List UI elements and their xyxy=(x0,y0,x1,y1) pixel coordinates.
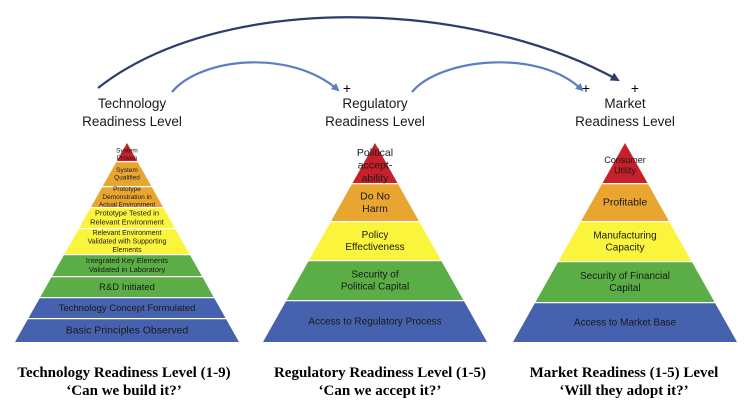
header-market: Market Readiness Level xyxy=(575,96,675,129)
pyramid-level-label: Prototype Tested in xyxy=(95,209,159,218)
pyramid-level-label: Political Capital xyxy=(341,282,409,293)
caption-market: Market Readiness (1-5) Level ‘Will they … xyxy=(530,365,719,399)
pyramid-level-band xyxy=(52,255,202,276)
pyramid-level-band xyxy=(309,222,441,260)
pyramid-level-label: Technology Concept Formulated xyxy=(59,303,196,314)
pyramid-level-band xyxy=(90,187,164,207)
pyramid-level-label: Capital xyxy=(609,283,640,294)
arrow-technology-to-market xyxy=(97,16,620,89)
pyramid-level-band xyxy=(15,319,239,342)
pyramid-level-label: Do No xyxy=(360,190,390,202)
header-line: Market xyxy=(604,96,646,111)
pyramid-level-label: Validated in Laboratory xyxy=(89,265,166,274)
header-line: Technology xyxy=(98,96,167,111)
pyramid-level-band xyxy=(40,277,214,297)
pyramid-level-band xyxy=(28,298,226,318)
caption-title: Market Readiness (1-5) Level xyxy=(530,365,719,381)
pyramid-level-band xyxy=(513,303,737,342)
pyramid-level-label: Capacity xyxy=(606,243,645,254)
market-pyramid: Access to Market Base Security of Financi… xyxy=(513,143,737,342)
pyramid-level-band xyxy=(263,301,487,342)
arrow-technology-to-regulatory xyxy=(171,61,340,93)
pyramid-level-label: Access to Market Base xyxy=(574,318,677,329)
arrow-regulatory-to-market xyxy=(411,61,584,93)
pyramid-level-label: Qualified xyxy=(114,175,140,182)
pyramid-level-label: Policy xyxy=(362,230,389,241)
header-technology: Technology Readiness Level xyxy=(82,96,182,129)
header-line: Readiness Level xyxy=(575,114,675,129)
pyramid-level-band xyxy=(558,222,692,261)
pyramid-level-label: Political xyxy=(357,147,393,159)
pyramid-level-label: Integrated Key Elements xyxy=(86,256,168,265)
plus-sign-market-right: + xyxy=(631,80,639,96)
caption-question: ‘Can we build it?’ xyxy=(66,383,181,399)
pyramid-level-label: Demonstration in xyxy=(102,194,152,201)
pyramid-level-label: Access to Regulatory Process xyxy=(308,317,441,328)
pyramid-level-label: Utility xyxy=(614,166,636,176)
pyramid-level-label: Actual Environment xyxy=(99,202,156,209)
header-regulatory: Regulatory Readiness Level xyxy=(325,96,425,129)
pyramid-level-label: Relevant Environment xyxy=(93,230,162,237)
header-line: Regulatory xyxy=(342,96,408,111)
pyramid-level-label: Manufacturing xyxy=(593,231,656,242)
pyramid-level-label: Basic Principles Observed xyxy=(66,325,189,337)
pyramid-level-label: Harm xyxy=(362,203,388,215)
pyramid-level-label: Validated with Supporting xyxy=(88,238,167,245)
plus-sign-regulatory: + xyxy=(343,80,351,96)
pyramid-level-label: Effectiveness xyxy=(345,242,404,253)
pyramid-level-label: accept- xyxy=(358,160,393,172)
pyramid-level-label: Security of Financial xyxy=(580,271,670,282)
caption-title: Technology Readiness Level (1-9) xyxy=(17,365,230,381)
pyramid-level-label: Prototype xyxy=(113,186,141,193)
pyramid-level-label: ability xyxy=(362,172,390,184)
pyramid-level-label: System xyxy=(116,167,138,174)
pyramid-level-label: R&D Initiated xyxy=(99,282,155,293)
pyramid-level-band xyxy=(64,229,190,254)
pyramid-level-label: Consumer xyxy=(604,155,646,165)
pyramid-level-band xyxy=(116,143,138,161)
header-line: Readiness Level xyxy=(82,114,182,129)
pyramid-level-label: Profitable xyxy=(603,197,648,209)
pyramid-level-band xyxy=(352,143,398,183)
pyramid-level-band xyxy=(331,184,419,221)
pyramid-level-label: Elements xyxy=(112,247,142,254)
pyramid-level-band xyxy=(102,162,152,186)
header-line: Readiness Level xyxy=(325,114,425,129)
caption-question: ‘Will they adopt it?’ xyxy=(559,383,688,399)
pyramid-level-label: System xyxy=(116,147,138,154)
pyramid-level-band xyxy=(286,261,464,300)
pyramid-level-label: Proven xyxy=(117,155,138,162)
technology-pyramid: Basic Principles Observed Technology Conc… xyxy=(15,143,239,342)
caption-regulatory: Regulatory Readiness Level (1-5) ‘Can we… xyxy=(274,365,486,399)
pyramid-level-band xyxy=(79,208,175,228)
pyramid-level-label: Relevant Environment xyxy=(90,218,165,227)
plus-sign-market-left: + xyxy=(582,80,590,96)
pyramid-level-band xyxy=(581,184,669,221)
pyramid-level-band xyxy=(535,262,715,302)
caption-title: Regulatory Readiness Level (1-5) xyxy=(274,365,486,381)
pyramid-level-label: Security of xyxy=(351,270,398,281)
pyramid-level-band xyxy=(602,143,648,183)
caption-technology: Technology Readiness Level (1-9) ‘Can we… xyxy=(17,365,230,399)
caption-question: ‘Can we accept it?’ xyxy=(319,383,442,399)
